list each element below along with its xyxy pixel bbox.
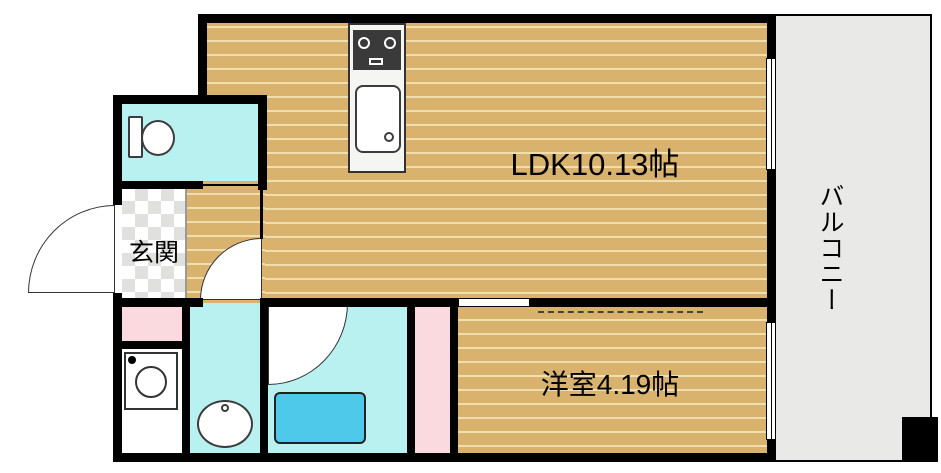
wall-bath-left <box>260 298 268 453</box>
wall-left-lower <box>113 293 122 462</box>
balcony-wall-block <box>902 417 938 462</box>
wall-right-seg1 <box>767 14 776 58</box>
bedroom-label: 洋室4.19帖 <box>540 369 680 400</box>
wall-left-upper <box>113 95 122 205</box>
window-ldk-balcony <box>766 58 776 170</box>
wall-mid-left <box>113 298 203 307</box>
wall-laundry-top <box>113 341 190 349</box>
entrance-label: 玄関 <box>128 239 179 267</box>
washing-machine-drain-dot <box>128 356 136 364</box>
toilet-door-line <box>203 184 258 186</box>
toilet-icon <box>141 120 175 156</box>
wall-bottom <box>113 453 776 462</box>
room-ldk <box>205 14 768 310</box>
room-balcony <box>776 14 932 462</box>
kitchen-sink-icon <box>355 85 401 153</box>
wall-mid-right <box>262 298 458 307</box>
window-glass-line <box>771 59 772 169</box>
wall-right-seg2 <box>767 168 776 322</box>
washing-machine-pan-icon <box>124 352 178 410</box>
window-bedroom-balcony <box>766 322 776 440</box>
window-glass-line <box>771 323 772 439</box>
room-genkan <box>122 188 187 300</box>
wall-washroom-left <box>182 298 190 453</box>
stove-burner-right <box>384 37 396 49</box>
wall-toilet-right <box>258 95 267 190</box>
washbasin-faucet <box>221 404 229 412</box>
wall-hallway-right <box>450 298 458 453</box>
wall-toilet-bottom <box>113 181 203 189</box>
wall-ldk-topleft <box>198 14 207 104</box>
room-bedroom <box>458 307 768 453</box>
door-arc-entrance <box>28 205 115 293</box>
sink-drain <box>384 132 394 142</box>
stove-icon <box>353 30 401 70</box>
balcony-label: バルコニー <box>816 183 844 313</box>
stove-burner-left <box>358 37 370 49</box>
bathtub-icon <box>274 392 366 444</box>
sliding-door-opening <box>458 298 530 307</box>
stove-grill <box>369 58 383 65</box>
wall-right-seg3 <box>767 440 776 462</box>
closet-dashed-line <box>538 311 703 313</box>
wall-corridor-partition <box>260 189 263 239</box>
wall-bedroom-top <box>530 298 776 307</box>
washing-machine-drum <box>135 366 167 398</box>
wall-bath-right <box>407 303 415 453</box>
wall-leftblock-top <box>113 95 265 104</box>
wall-top <box>198 14 776 23</box>
ldk-label: LDK10.13帖 <box>510 147 680 182</box>
